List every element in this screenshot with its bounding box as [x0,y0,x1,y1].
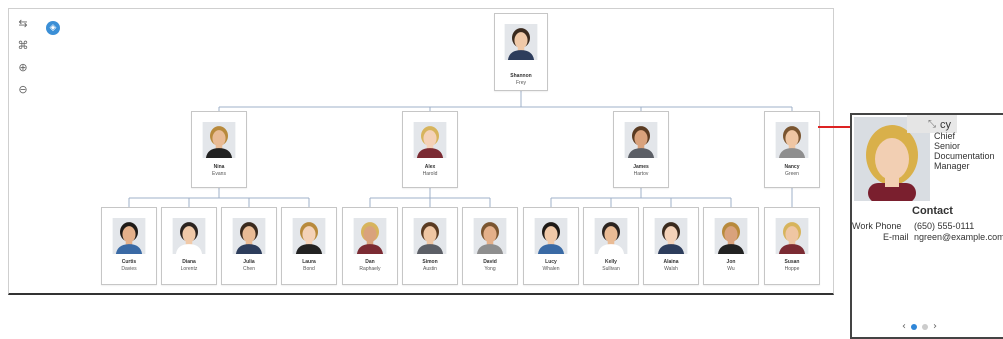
pager-dot-1[interactable] [911,323,917,330]
compass-icon[interactable]: ◈ [46,21,60,35]
detail-photo [854,117,930,201]
avatar [594,218,628,254]
node-last-name: Whalen [542,266,560,272]
node-first-name: James [633,164,649,170]
detail-name: cy [940,119,951,131]
node-last-name: Wu [727,266,735,272]
node-last-name: Chen [243,266,255,272]
node-first-name: Alex [424,164,436,170]
node-first-name: Nina [213,164,225,170]
node-last-name: Austin [423,266,437,272]
avatar [232,218,266,254]
pager-dot-2[interactable] [922,323,928,330]
detail-title-line-1: Chief [934,131,956,141]
hierarchy-lines [128,91,793,207]
employee-detail-panel: ⤡ cy Chief Senior Documentation Manager … [850,113,1003,339]
node-first-name: Susan [784,259,800,265]
node-first-name: Kelly [605,259,617,265]
avatar [473,218,507,254]
avatar [413,218,447,254]
node-last-name: Walsh [664,266,678,272]
node-first-name: Julia [243,259,255,265]
node-last-name: Hartov [633,171,649,177]
node-last-name: Harold [422,171,438,177]
node-last-name: Evans [212,171,226,177]
work-phone-value[interactable]: (650) 555-0111 [914,221,975,231]
chevron-right-icon[interactable]: › [933,321,937,332]
node-first-name: Dan [365,259,375,265]
detail-title-line-2: Senior [934,141,961,151]
avatar [172,218,206,254]
node-first-name: Curtis [121,259,137,265]
node-last-name: Green [785,171,799,177]
avatar [624,122,658,158]
detail-title-line-4: Manager [934,161,970,171]
node-first-name: Nancy [784,164,800,170]
node-first-name: Lucy [545,259,557,265]
avatar [775,218,809,254]
node-first-name: Jon [726,259,736,265]
chevron-left-icon[interactable]: ‹ [902,321,906,332]
detail-connector-line [818,126,854,128]
email-value[interactable]: ngreen@example.com [914,232,1003,242]
node-last-name: Bond [303,266,315,272]
node-first-name: David [483,259,497,265]
node-first-name: Diana [182,259,196,265]
avatar [504,24,538,60]
node-last-name: Frey [516,80,526,86]
avatar [654,218,688,254]
email-label: E-mail [883,232,909,242]
node-first-name: Shannon [510,73,532,79]
zoom-in-icon[interactable]: ⊕ [18,60,28,74]
avatar [534,218,568,254]
detail-pager: ‹ › [902,321,937,332]
avatar [202,122,236,158]
node-first-name: Simon [422,259,438,265]
node-first-name: Alaina [663,259,679,265]
node-first-name: Laura [302,259,316,265]
collapse-icon[interactable]: ⤡ [907,115,957,133]
layout-icon[interactable]: ⇆ [18,16,28,30]
node-last-name: Yong [484,266,496,272]
work-phone-label: Work Phone [852,221,902,231]
avatar [413,122,447,158]
contact-heading: Contact [912,205,953,217]
avatar [112,218,146,254]
avatar [714,218,748,254]
avatar [353,218,387,254]
node-last-name: Hoppe [784,266,800,272]
avatar [775,122,809,158]
zoom-out-icon[interactable]: ⊖ [18,82,28,96]
node-last-name: Davies [121,266,137,272]
node-last-name: Sullivan [602,266,620,272]
detail-title-line-3: Documentation [934,151,995,161]
avatar [292,218,326,254]
node-last-name: Raphaely [359,266,381,272]
fit-icon[interactable]: ⌘ [17,38,29,52]
node-last-name: Lorentz [180,266,198,272]
